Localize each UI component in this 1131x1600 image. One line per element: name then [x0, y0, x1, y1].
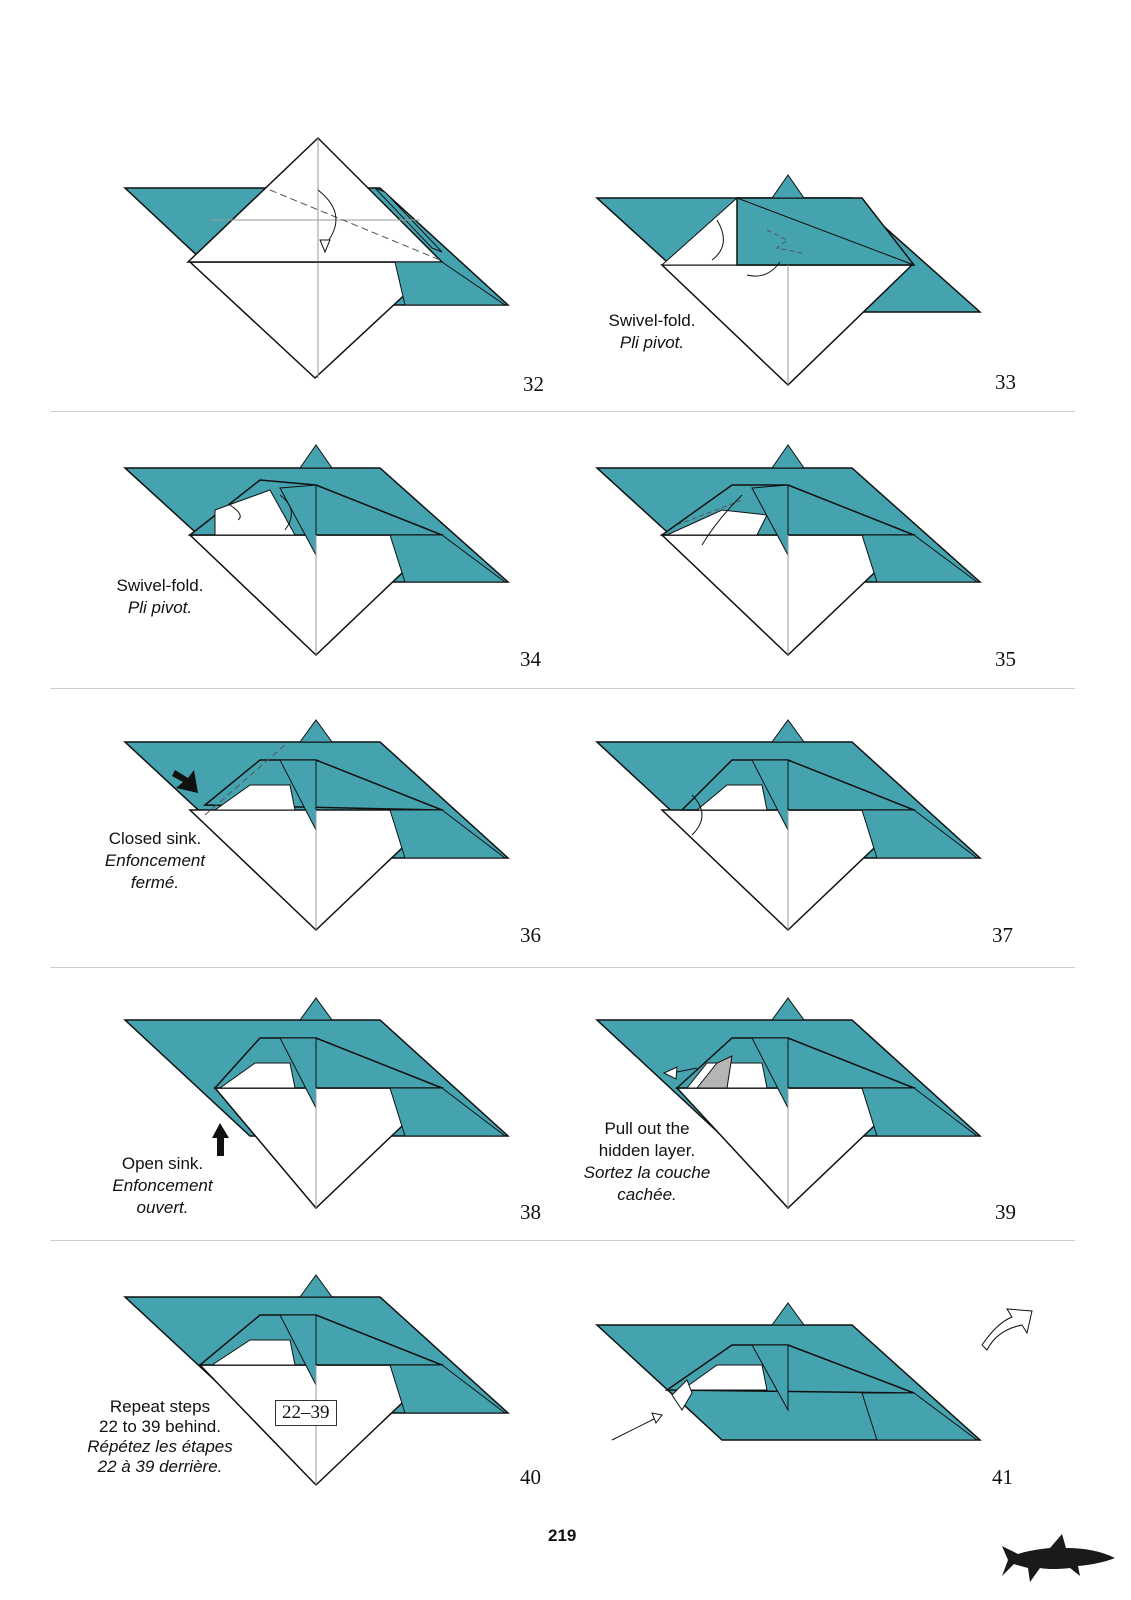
row-separator-2	[50, 688, 1075, 689]
step-number: 33	[995, 370, 1016, 394]
step-33-diagram: Swivel-fold. Pli pivot. 33	[592, 130, 1062, 400]
step-number: 34	[520, 647, 541, 671]
step-caption: Closed sink. Enfoncement fermé.	[104, 829, 206, 892]
step-number: 41	[992, 1465, 1013, 1489]
push-arrow-icon	[212, 1123, 229, 1156]
step-number: 32	[523, 372, 544, 396]
origami-model	[595, 719, 982, 932]
step-37-diagram: 37	[592, 690, 1062, 960]
origami-model	[123, 997, 510, 1210]
origami-model	[123, 136, 510, 380]
step-caption: Swivel-fold. Pli pivot.	[116, 576, 204, 617]
step-number: 35	[995, 647, 1016, 671]
repeat-steps-label: 22–39	[275, 1400, 337, 1426]
step-number: 39	[995, 1200, 1016, 1224]
step-32-diagram: 32	[120, 130, 590, 400]
origami-model	[595, 1302, 982, 1441]
row-separator-1	[50, 411, 1075, 412]
origami-model	[123, 444, 510, 657]
step-36-diagram: Closed sink. Enfoncement fermé. 36	[105, 690, 590, 960]
origami-model	[123, 719, 510, 932]
push-arrow-icon	[172, 770, 198, 793]
step-number: 40	[520, 1465, 541, 1489]
step-number: 36	[520, 923, 541, 947]
step-caption: Swivel-fold. Pli pivot.	[608, 311, 696, 352]
row-separator-4	[50, 1240, 1075, 1241]
page-number: 219	[548, 1526, 577, 1545]
step-caption: Pull out the hidden layer. Sortez la cou…	[583, 1119, 711, 1204]
step-41-diagram: 41	[592, 1245, 1062, 1515]
origami-model	[595, 174, 982, 387]
step-39-diagram: Pull out the hidden layer. Sortez la cou…	[584, 968, 1062, 1238]
shark-silhouette-icon	[1002, 1534, 1115, 1582]
step-38-diagram: Open sink. Enfoncement ouvert. 38	[112, 968, 590, 1238]
row-separator-3	[50, 967, 1075, 968]
step-number: 37	[992, 923, 1013, 947]
origami-model	[595, 997, 982, 1210]
origami-model	[595, 444, 982, 657]
turn-over-arrow-icon	[981, 1308, 1033, 1351]
step-40-diagram: 22–39 Repeat steps 22 to 39 behind. Répé…	[87, 1245, 590, 1515]
step-35-diagram: 35	[592, 410, 1062, 680]
step-caption: Open sink. Enfoncement ouvert.	[112, 1154, 213, 1217]
step-caption: Repeat steps 22 to 39 behind. Répétez le…	[87, 1397, 233, 1476]
origami-model	[123, 1274, 510, 1487]
step-34-diagram: Swivel-fold. Pli pivot. 34	[117, 410, 590, 680]
step-number: 38	[520, 1200, 541, 1224]
